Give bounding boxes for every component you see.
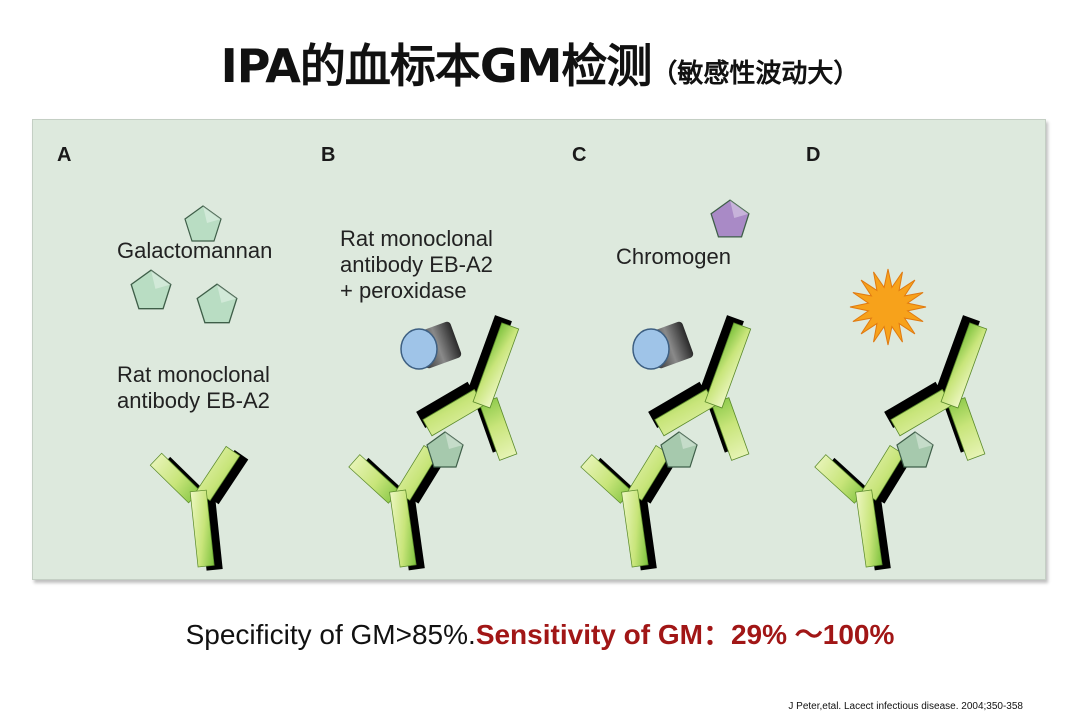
antibody-y-icon — [148, 443, 260, 576]
panel-letter-c: C — [572, 144, 587, 166]
peroxidase-cylinder-icon — [400, 321, 462, 370]
antibody-y-icon — [641, 300, 792, 466]
peroxidase-cylinder-icon — [632, 321, 694, 370]
galactomannan-pentagon-icon — [660, 431, 698, 468]
chromogen-pentagon-icon — [710, 199, 750, 238]
galactomannan-pentagon-icon — [426, 431, 464, 468]
label-chromogen: Chromogen — [616, 244, 731, 269]
sensitivity-text: Sensitivity of GM：29% ～100% — [475, 619, 895, 650]
citation: J Peter,etal. Lacect infectious disease.… — [788, 701, 1023, 712]
assay-diagram-panel: A B C D Galactomannan Rat monoclonal ant… — [32, 119, 1046, 580]
assay-diagram-art — [130, 199, 1028, 578]
galactomannan-pentagon-icon — [896, 431, 934, 468]
color-burst-icon — [849, 268, 927, 346]
specificity-text: Specificity of GM>85%. — [185, 619, 476, 650]
galactomannan-pentagon-icon — [130, 205, 238, 324]
label-galactomannan: Galactomannan — [117, 238, 273, 263]
sensitivity-specificity-line: Specificity of GM>85%.Sensitivity of GM：… — [0, 613, 1080, 653]
label-rat-antibody: Rat monoclonal antibody EB-A2 — [117, 362, 270, 413]
antibody-y-icon — [877, 300, 1028, 466]
title-main: IPA的血标本GM检测 — [220, 39, 653, 93]
slide-title: IPA的血标本GM检测（敏感性波动大） — [0, 30, 1080, 96]
panel-letter-b: B — [321, 144, 336, 166]
panel-letter-d: D — [806, 144, 821, 166]
label-antibody-peroxidase: Rat monoclonal antibody EB-A2 + peroxida… — [340, 226, 493, 303]
title-subtitle: （敏感性波动大） — [651, 59, 860, 89]
panel-letter-a: A — [57, 144, 72, 166]
